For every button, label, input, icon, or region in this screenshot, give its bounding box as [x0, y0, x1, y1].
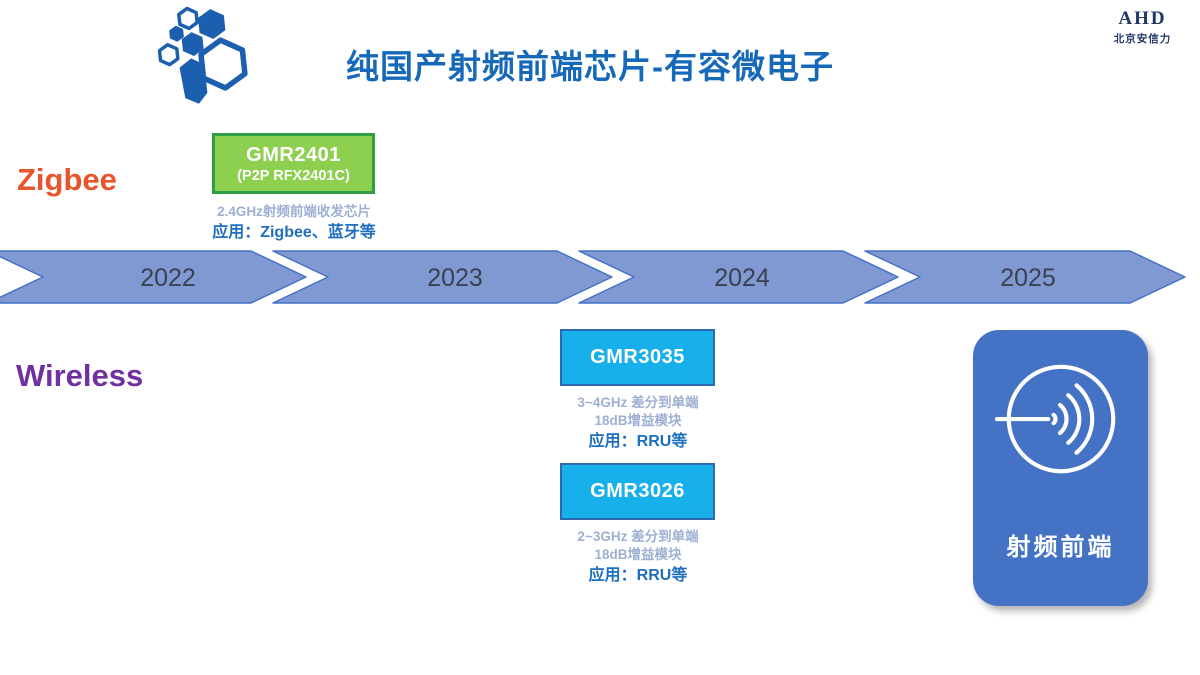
year-label-2024: 2024: [714, 264, 770, 292]
chip-description-gmr2401: 2.4GHz射频前端收发芯片 应用：Zigbee、蓝牙等: [203, 203, 385, 242]
category-label-zigbee: Zigbee: [17, 162, 117, 197]
page-title: 纯国产射频前端芯片-有容微电子: [346, 48, 834, 85]
antenna-signal-icon: [994, 364, 1115, 474]
chip-description-gmr3026: 2~3GHz 差分到单端 18dB增益模块 应用：RRU等: [548, 528, 728, 585]
timeline-arrow-2024: [578, 250, 899, 304]
chip-spec-line: 18dB增益模块: [594, 547, 682, 562]
chip-description-gmr3035: 3~4GHz 差分到单端 18dB增益模块 应用：RRU等: [548, 394, 728, 451]
chip-spec-line: 2~3GHz 差分到单端: [577, 529, 699, 544]
chip-application: 应用：RRU等: [588, 433, 688, 450]
category-label-wireless: Wireless: [16, 358, 144, 393]
timeline: 2022 2023 2024 2025: [0, 250, 1200, 306]
chip-name: GMR2401: [246, 143, 341, 166]
chip-card-gmr3026: GMR3026: [560, 463, 715, 520]
chip-name: GMR3035: [590, 346, 685, 368]
brand-company-name: 北京安信力: [1113, 33, 1172, 45]
year-label-2022: 2022: [140, 264, 196, 292]
chip-spec-line: 3~4GHz 差分到单端: [577, 395, 699, 410]
timeline-arrow-2023: [272, 250, 613, 304]
timeline-arrow-2022: [0, 250, 307, 304]
chip-card-gmr3035: GMR3035: [560, 329, 715, 386]
brand-abbreviation: AHD: [1118, 8, 1167, 29]
year-label-2025: 2025: [1000, 264, 1056, 292]
chip-card-gmr2401: GMR2401 (P2P RFX2401C): [212, 133, 375, 194]
chip-spec-line: 18dB增益模块: [594, 413, 682, 428]
rf-frontend-label: 射频前端: [1006, 534, 1115, 561]
chip-alias: (P2P RFX2401C): [237, 167, 350, 184]
rf-frontend-panel: 射频前端: [973, 330, 1148, 606]
chip-application: 应用：RRU等: [588, 567, 688, 584]
chip-name: GMR3026: [590, 480, 685, 502]
hexagon-cluster-logo: [157, 6, 248, 104]
chip-spec-line: 2.4GHz射频前端收发芯片: [217, 204, 371, 219]
brand-mark: AHD 北京安信力: [1095, 8, 1190, 46]
year-label-2023: 2023: [427, 264, 483, 292]
chip-application: 应用：Zigbee、蓝牙等: [212, 224, 376, 241]
timeline-arrow-2025: [864, 250, 1186, 304]
